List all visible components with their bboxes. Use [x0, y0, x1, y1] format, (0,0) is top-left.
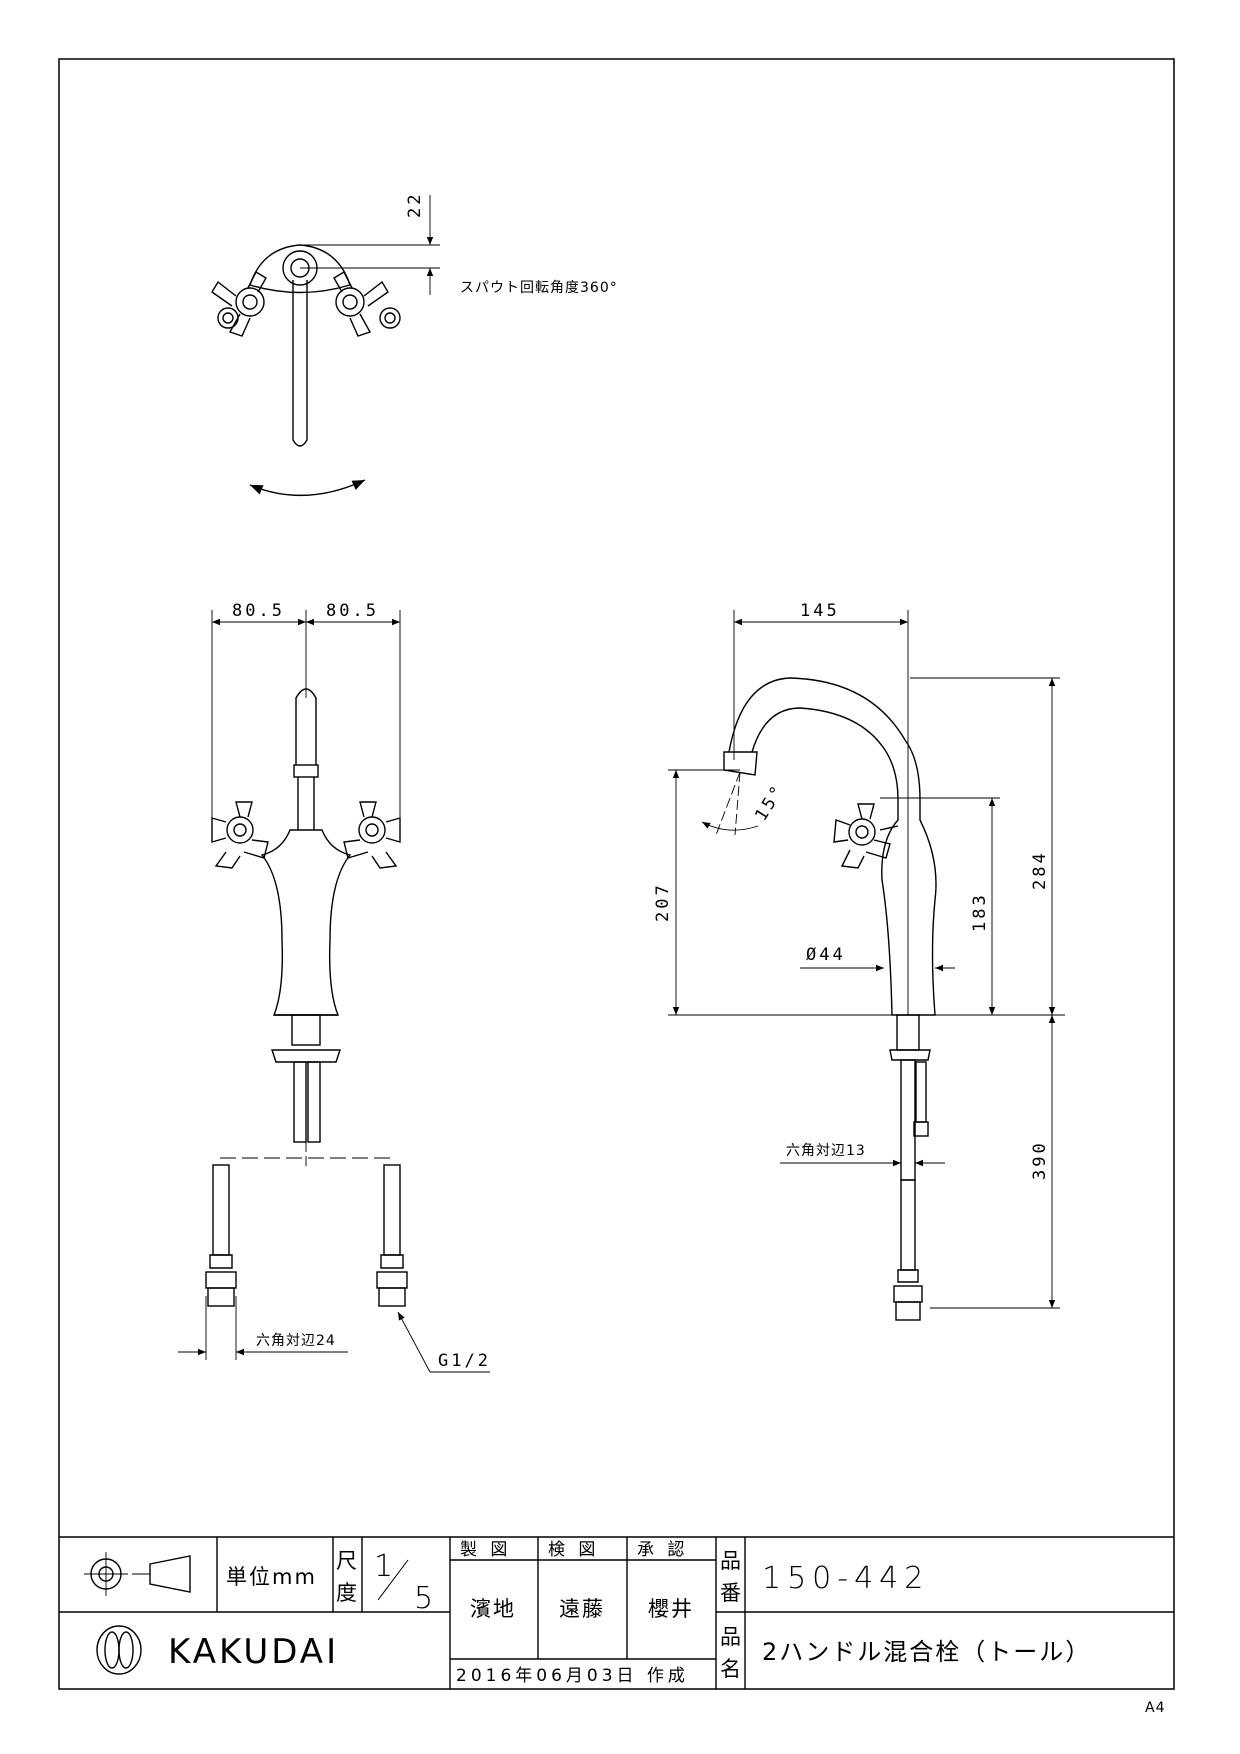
dim-80-5-right: 80.5 — [326, 601, 379, 621]
front-left-handle — [211, 801, 269, 869]
projection-symbol — [84, 1552, 191, 1596]
part-name-label-2: 名 — [720, 1657, 743, 1681]
sheet-size: A4 — [1145, 1700, 1165, 1716]
brand-name: KAKUDAI — [168, 1632, 339, 1672]
dim-145: 145 — [800, 601, 840, 621]
front-left-hose — [205, 1164, 237, 1307]
part-number: 150-442 — [762, 1561, 929, 1596]
checked-header: 検 図 — [548, 1540, 599, 1560]
dim-284: 284 — [1030, 850, 1050, 890]
top-view-spout — [292, 280, 308, 447]
rotation-arrow — [249, 479, 366, 497]
front-body — [260, 829, 352, 1016]
front-right-handle — [343, 801, 401, 869]
side-aerator — [723, 751, 758, 776]
side-body — [881, 800, 937, 1016]
top-view-left-handle — [211, 271, 267, 337]
front-right-hose — [376, 1164, 408, 1307]
checked-by: 遠藤 — [559, 1597, 605, 1621]
side-handle — [833, 803, 899, 869]
dim-diameter: Ø44 — [806, 945, 846, 965]
front-hex-label: 六角対辺24 — [256, 1333, 336, 1349]
top-view — [211, 195, 440, 497]
rotation-note: スパウト回転角度360° — [460, 280, 618, 296]
made-by: 濱地 — [470, 1597, 516, 1621]
title-block — [59, 1536, 1174, 1689]
side-spout-inner — [751, 707, 899, 801]
scale-label-1: 尺 — [336, 1549, 359, 1573]
side-spout-outer — [728, 677, 921, 801]
side-hex-label: 六角対辺13 — [786, 1143, 866, 1159]
thread-label: G1/2 — [438, 1351, 491, 1371]
dim-390: 390 — [1030, 1140, 1050, 1180]
made-header: 製 図 — [460, 1540, 511, 1560]
kakudai-logo-mark — [96, 1625, 142, 1675]
approved-by: 櫻井 — [648, 1597, 694, 1621]
part-name: 2ハンドル混合栓（トール） — [762, 1638, 1091, 1666]
unit-label: 単位mm — [226, 1565, 317, 1589]
top-view-body — [249, 244, 351, 294]
approved-header: 承 認 — [637, 1540, 688, 1560]
top-view-right-handle — [333, 271, 401, 337]
front-spout — [295, 688, 317, 765]
scale-denominator: 5 — [414, 1581, 439, 1616]
sheet-border — [58, 58, 1175, 1690]
part-no-label-2: 番 — [720, 1581, 743, 1605]
scale-label-2: 度 — [336, 1581, 359, 1605]
dim-183: 183 — [970, 892, 990, 932]
dim-80-5-left: 80.5 — [232, 601, 285, 621]
dim-22: 22 — [405, 192, 425, 218]
scale-numerator: 1 — [374, 1549, 399, 1584]
side-view — [668, 610, 1065, 1321]
part-name-label-1: 品 — [720, 1625, 743, 1649]
dim-207: 207 — [653, 882, 673, 922]
front-view — [178, 610, 490, 1373]
dim-angle: 15° — [751, 780, 789, 824]
part-no-label-1: 品 — [720, 1549, 743, 1573]
drawing-date: 2016年06月03日 作成 — [456, 1666, 689, 1686]
